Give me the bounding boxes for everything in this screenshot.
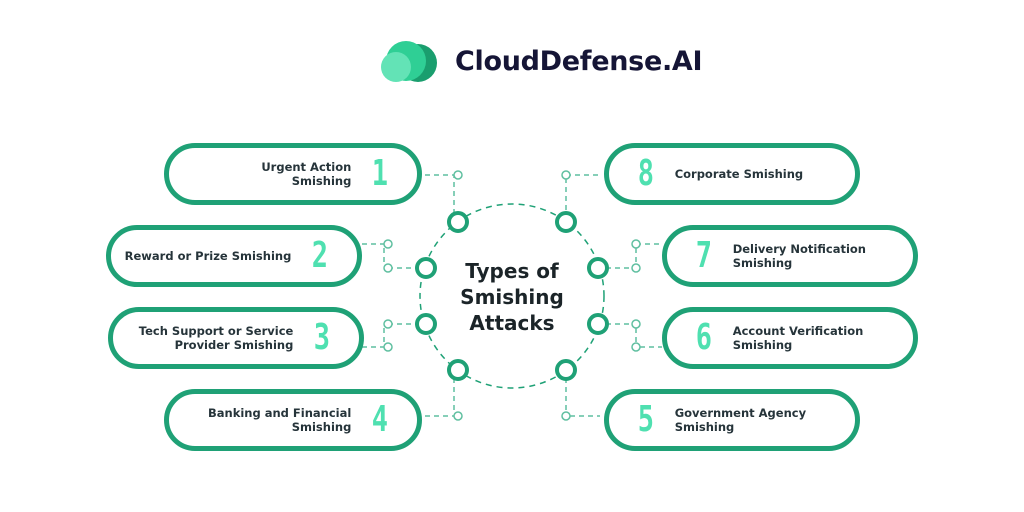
item-label: Account Verification Smishing [732, 324, 864, 352]
item-account-verification: 6 Account Verification Smishing [662, 307, 918, 369]
item-number: 2 [312, 235, 329, 276]
item-corporate: 8 Corporate Smishing [604, 143, 860, 205]
item-tech-support: Tech Support or Service Provider Smishin… [108, 307, 364, 369]
item-label: Reward or Prize Smishing [124, 249, 292, 263]
item-number: 3 [314, 317, 331, 358]
item-label: Urgent Action Smishing [261, 160, 352, 188]
node-small [453, 170, 463, 180]
item-label: Corporate Smishing [674, 167, 804, 181]
diagram-title: Types of Smishing Attacks [452, 258, 572, 336]
item-number: 1 [372, 153, 389, 194]
item-reward-prize: Reward or Prize Smishing 2 [106, 225, 362, 287]
item-number: 7 [695, 235, 712, 276]
item-number: 5 [637, 399, 654, 440]
item-label: Tech Support or Service Provider Smishin… [138, 324, 294, 352]
item-label: Government Agency Smishing [674, 406, 807, 434]
title-line: Types of [465, 259, 559, 283]
title-line: Smishing [460, 285, 564, 309]
brand-name: CloudDefense.AI [455, 46, 703, 77]
node-large [447, 211, 469, 233]
title-line: Attacks [469, 311, 555, 335]
item-banking-financial: Banking and Financial Smishing 4 [164, 389, 422, 451]
center-ring [419, 203, 605, 389]
cloud-icon [381, 41, 437, 82]
item-label: Banking and Financial Smishing [208, 406, 352, 434]
item-number: 4 [372, 399, 389, 440]
item-number: 8 [637, 153, 654, 194]
item-government-agency: 5 Government Agency Smishing [604, 389, 860, 451]
item-urgent-action: Urgent Action Smishing 1 [164, 143, 422, 205]
item-number: 6 [695, 317, 712, 358]
item-delivery-notification: 7 Delivery Notification Smishing [662, 225, 918, 287]
item-label: Delivery Notification Smishing [732, 242, 866, 270]
